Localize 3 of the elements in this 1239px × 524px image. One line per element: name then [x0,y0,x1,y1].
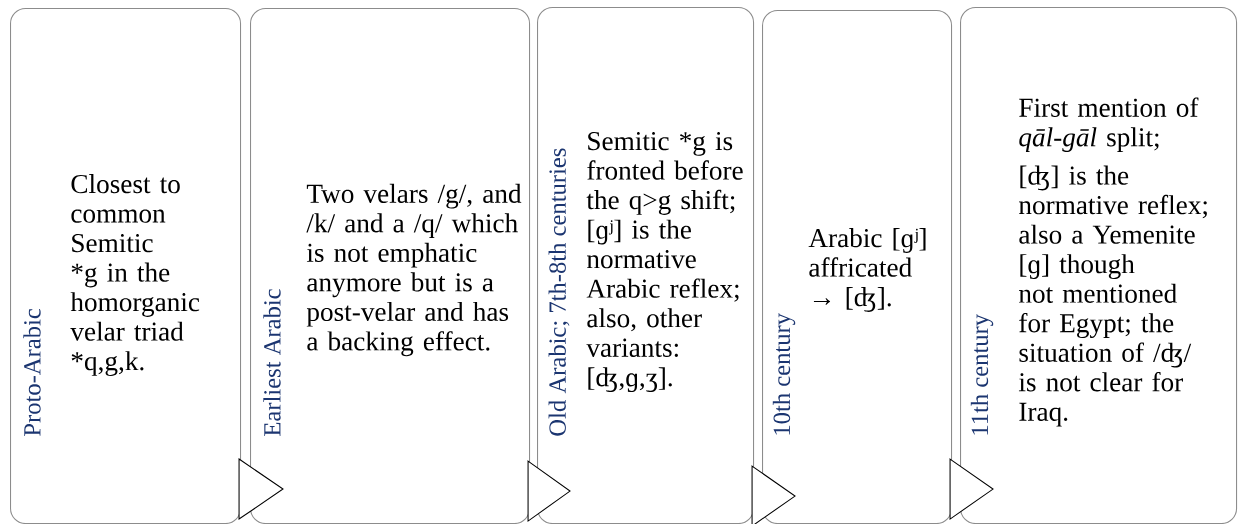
timeline-panel: Proto-Arabic Closest to common Semitic *g in the homorganic velar triad *q,g,k. [10,8,242,524]
timeline-panel: 10th century Arabic [ɡʲ] affricated → [ʤ]. [762,10,953,524]
chevron-arrow [751,465,796,524]
